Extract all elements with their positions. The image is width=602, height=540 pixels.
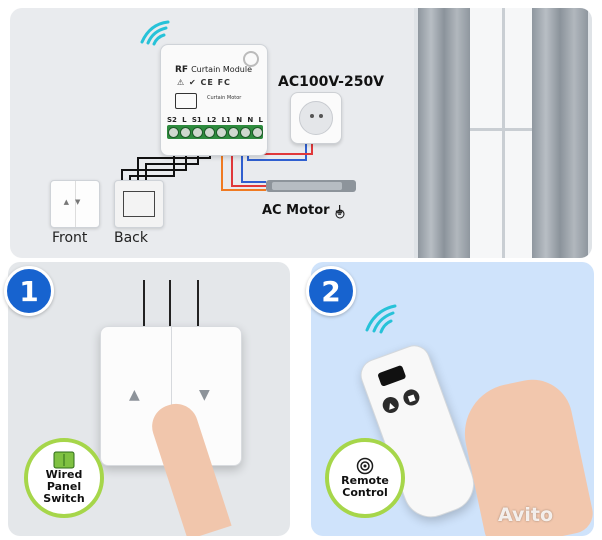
- wifi-signal-icon: [140, 20, 170, 46]
- wired-panel-card: ▲ ▼ Wired Panel Switch: [8, 262, 290, 536]
- curtain-right: [532, 8, 588, 258]
- switch-wires: [143, 280, 199, 328]
- switch-front: ▲▼: [50, 180, 100, 228]
- wall-switch-icon: [53, 451, 75, 469]
- curtain-left: [418, 8, 470, 258]
- motor-label: AC Motor ⏚: [262, 203, 346, 218]
- arrow-up-icon[interactable]: ▲: [129, 387, 140, 403]
- module-motor-label: Curtain Motor: [207, 95, 242, 101]
- switch-back-wiring: [123, 191, 155, 217]
- remote-stop-button[interactable]: ■: [401, 387, 422, 408]
- module-certifications: ⚠ ✔ CE FC: [177, 78, 231, 87]
- wifi-signal-icon: [365, 304, 397, 334]
- avito-watermark: Avito: [498, 504, 554, 526]
- check-icon: ✔: [188, 78, 197, 87]
- voltage-label: AC100V-250V: [278, 74, 385, 90]
- power-socket: [290, 92, 342, 144]
- ground-icon: ⏚: [334, 204, 346, 217]
- wired-panel-switch[interactable]: ▲ ▼: [100, 326, 242, 466]
- step-2-badge: 2: [306, 266, 356, 316]
- remote-control-card: ▲ ■ Remote Control: [311, 262, 594, 536]
- terminal-labels: S2 L S1 L2 L1 N N L: [167, 116, 263, 124]
- warning-icon: ⚠: [177, 78, 186, 87]
- front-label: Front: [52, 230, 88, 246]
- remote-control-badge: Remote Control: [325, 438, 405, 518]
- switch-arrows-icon: ▲▼: [63, 198, 87, 206]
- module-brand: RF: [175, 65, 189, 75]
- remote-signal-icon: [356, 457, 374, 475]
- module-button: [243, 51, 259, 67]
- switch-back: [114, 180, 164, 228]
- wired-panel-switch-badge: Wired Panel Switch: [24, 438, 104, 518]
- back-label: Back: [114, 230, 148, 246]
- terminal-block: [167, 125, 263, 139]
- arrow-down-icon[interactable]: ▼: [199, 387, 210, 403]
- remote-up-button[interactable]: ▲: [380, 394, 401, 416]
- module-switch-diagram: [175, 93, 197, 109]
- remote-screen: [377, 364, 407, 387]
- module-name: Curtain Module: [191, 65, 252, 74]
- step-1-badge: 1: [4, 266, 54, 316]
- curtain-window-photo: [414, 8, 592, 258]
- socket-face: [299, 101, 333, 135]
